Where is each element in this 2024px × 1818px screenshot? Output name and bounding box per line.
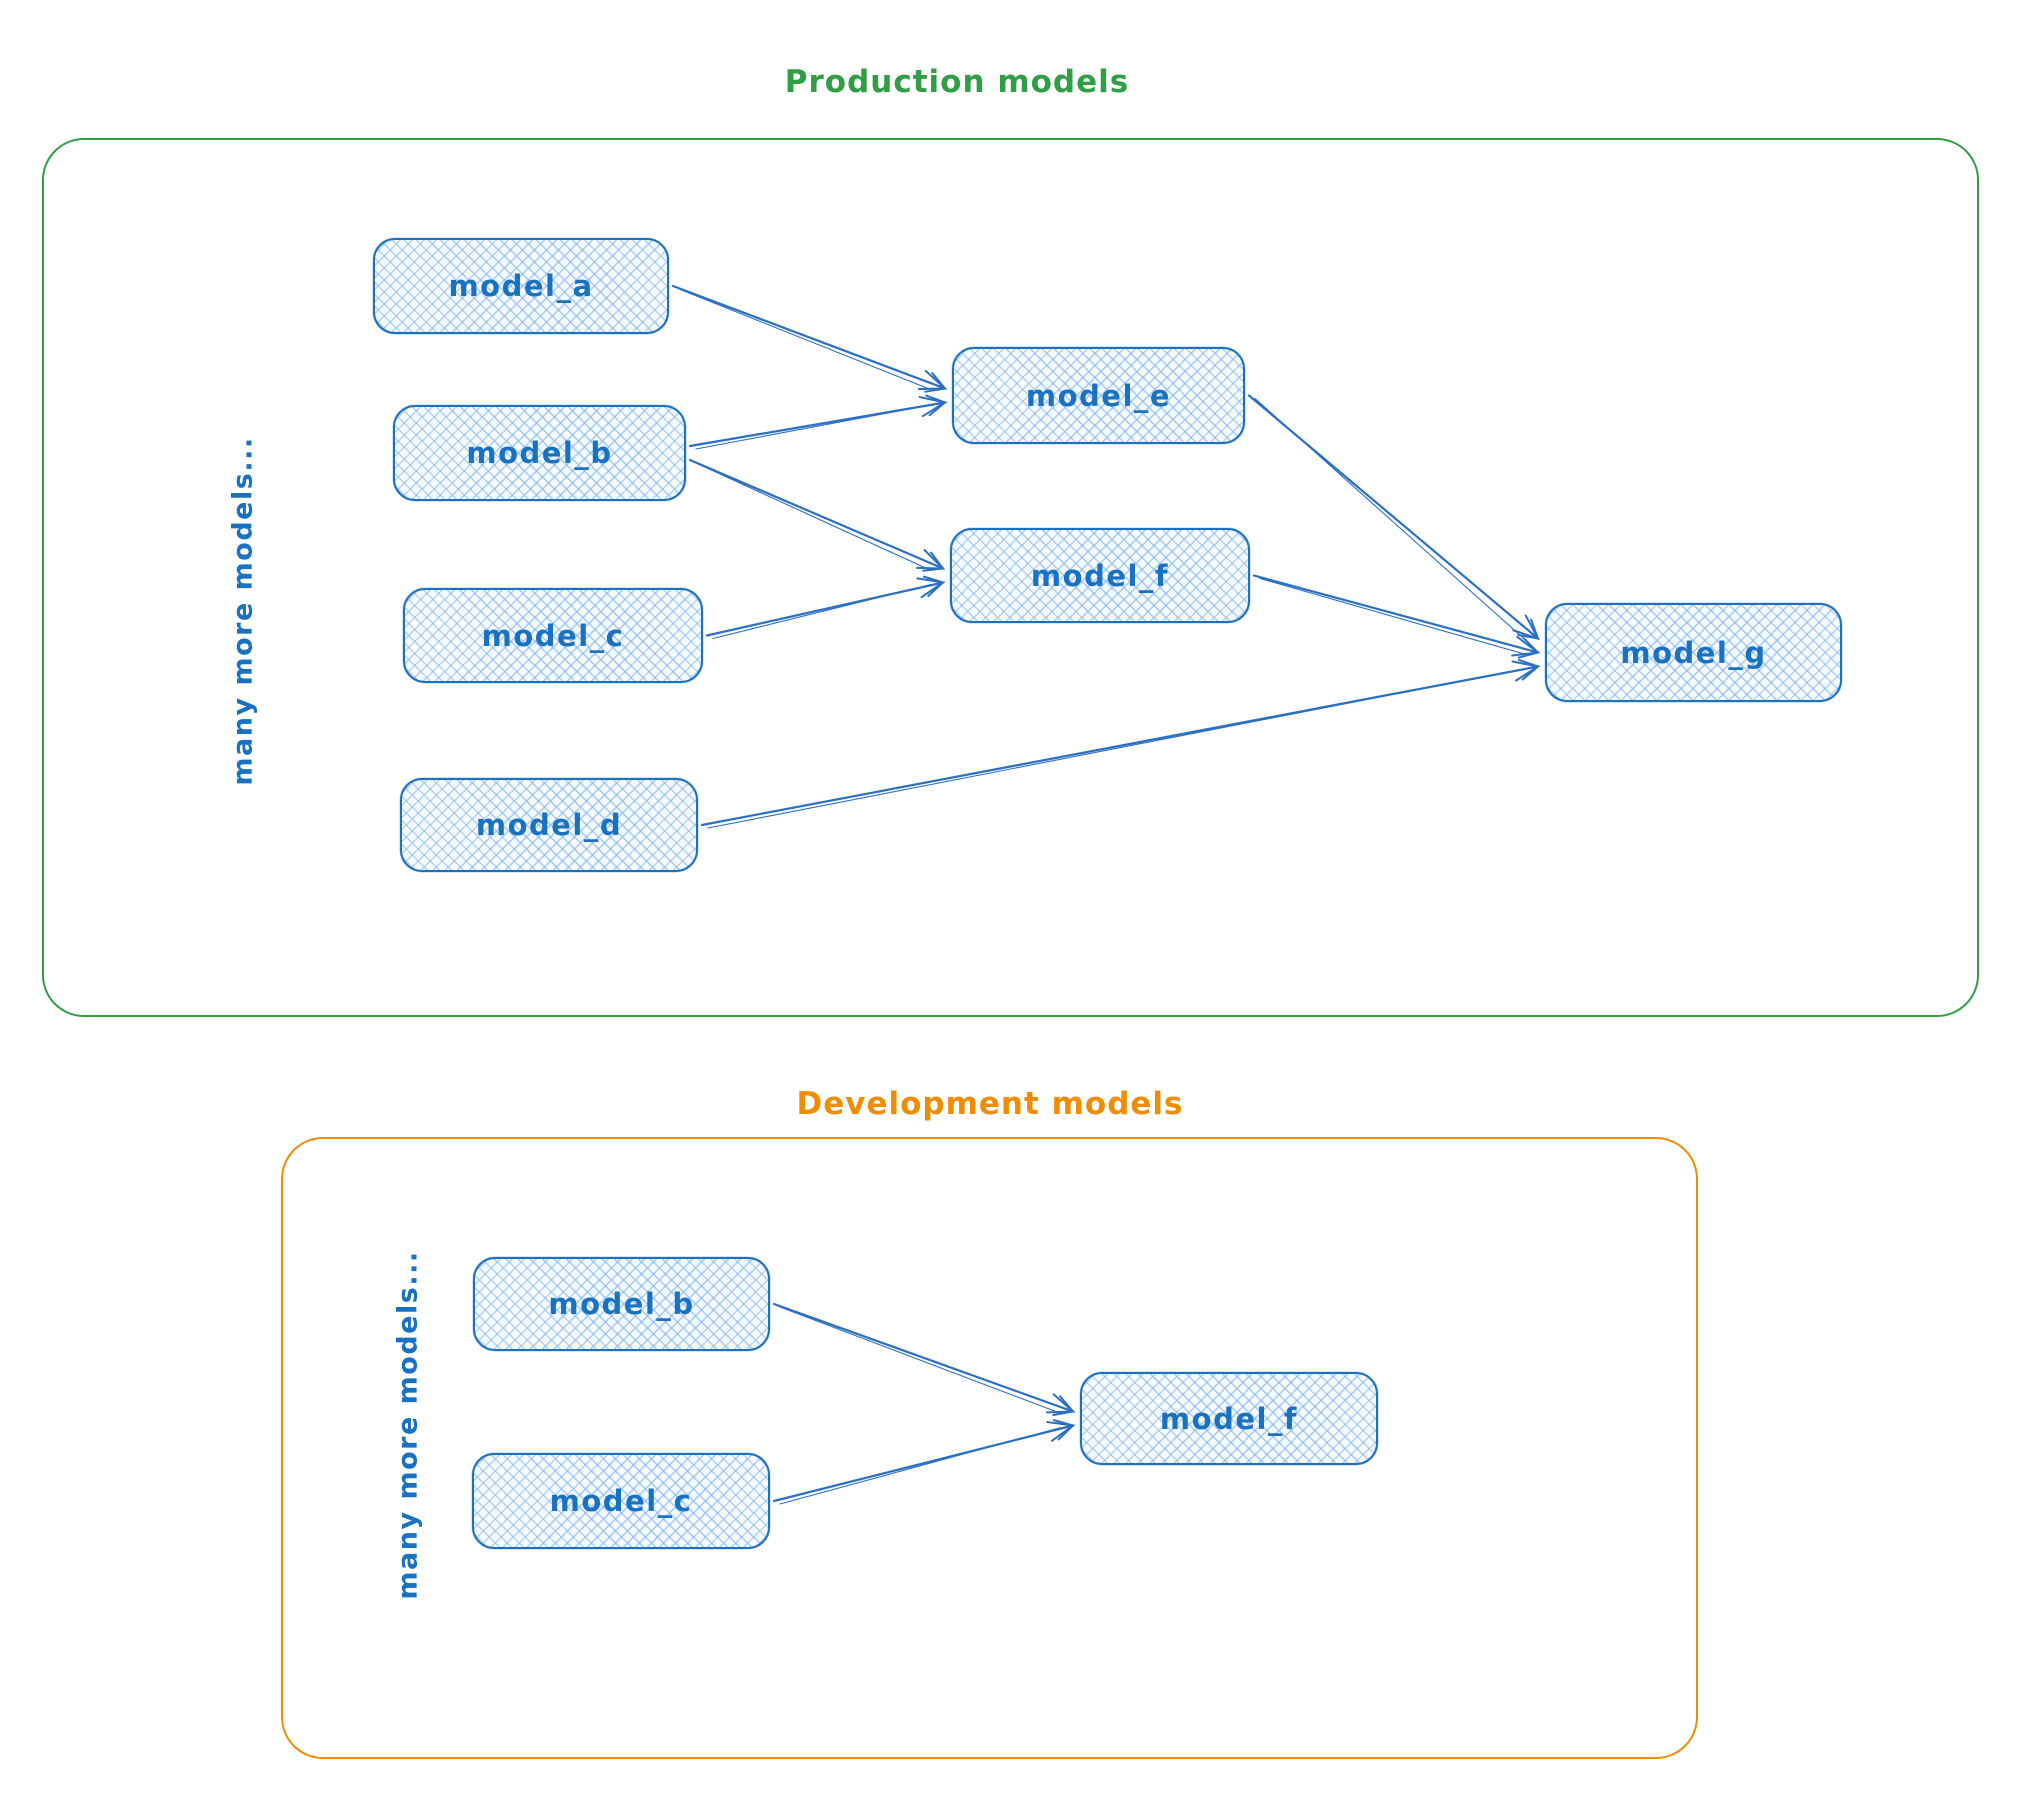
node-dev-model-f[interactable]: model_f [1080, 1372, 1378, 1465]
node-label: model_f [1030, 558, 1170, 593]
node-label: model_f [1159, 1401, 1299, 1436]
production-frame [42, 138, 1979, 1017]
node-label: model_b [466, 436, 613, 470]
development-frame [281, 1137, 1698, 1759]
node-label: model_e [1025, 378, 1172, 413]
node-label: model_g [1620, 635, 1767, 670]
node-model-f[interactable]: model_f [950, 528, 1250, 623]
node-label: model_b [548, 1287, 695, 1321]
development-title: Development models [796, 1086, 1184, 1122]
node-dev-model-b[interactable]: model_b [473, 1257, 770, 1351]
node-model-a[interactable]: model_a [373, 238, 669, 334]
node-label: model_d [475, 808, 623, 842]
node-label: model_a [448, 269, 594, 303]
node-model-g[interactable]: model_g [1545, 603, 1842, 702]
node-model-d[interactable]: model_d [400, 778, 698, 872]
node-model-b[interactable]: model_b [393, 405, 686, 501]
node-model-c[interactable]: model_c [403, 588, 703, 683]
node-dev-model-c[interactable]: model_c [472, 1453, 770, 1549]
production-side-label: many more models... [227, 436, 259, 786]
node-model-e[interactable]: model_e [952, 347, 1245, 444]
development-side-label: many more models... [392, 1250, 424, 1600]
production-title: Production models [784, 64, 1130, 100]
node-label: model_c [481, 618, 625, 653]
node-label: model_c [549, 1484, 693, 1518]
